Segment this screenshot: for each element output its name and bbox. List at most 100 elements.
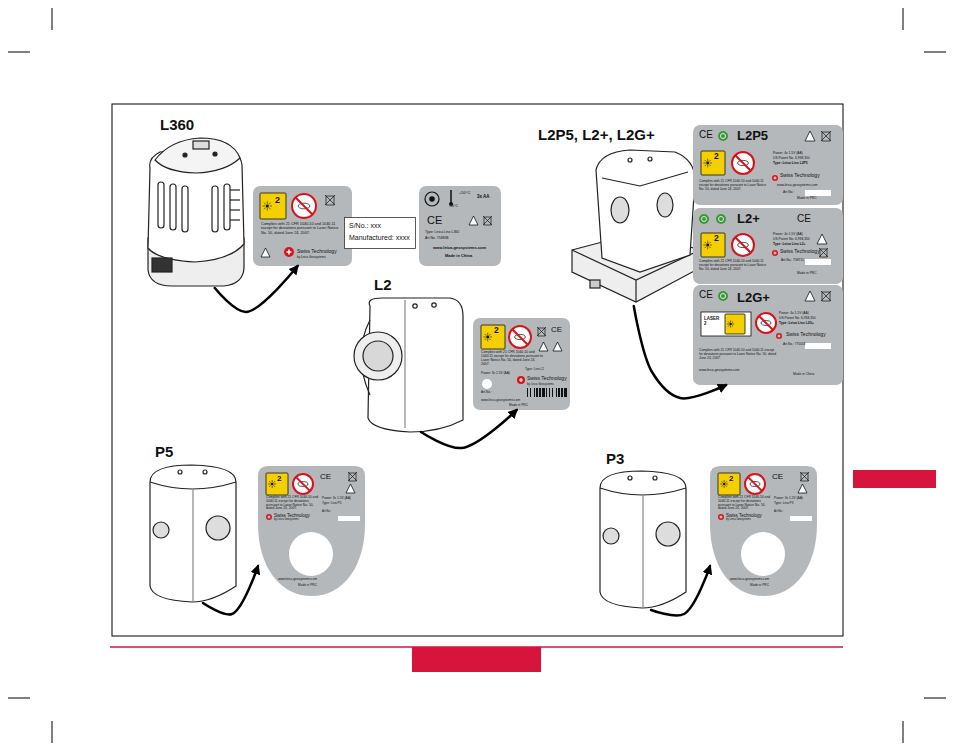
pointer-arrow — [215, 266, 298, 312]
label-text: Type: Lino L2 — [525, 368, 544, 372]
thermo-symbol — [449, 190, 453, 206]
label-text: CE — [772, 472, 783, 481]
nolook-symbol — [509, 326, 531, 348]
label-text: 3x AA — [477, 194, 490, 199]
label-text: www.leica-geosystems.com — [699, 369, 740, 373]
p3-illustration — [600, 471, 686, 608]
label-text: LASER 2 — [704, 316, 722, 326]
product-illustration: L2 — [352, 276, 467, 432]
illustration-part — [603, 528, 619, 544]
label-text: Swiss Technology — [297, 249, 351, 255]
label-text: Art.No.: — [783, 191, 794, 195]
label-text: CE — [551, 325, 562, 334]
label-text: Power: 4x 1.5V (AA) — [779, 312, 809, 316]
illustration-part — [924, 698, 946, 699]
hole-symbol — [741, 532, 785, 576]
label-text: Complies with 21 CFR 1040.10 and 1040.11… — [718, 496, 774, 511]
label-text: Art.No.: — [774, 510, 783, 513]
label-text: Complies with 21 CFR 1040.10 and 1040.11… — [261, 222, 343, 235]
tri-symbol — [469, 216, 478, 225]
label-text: www.leica-geosystems.com — [777, 184, 818, 188]
rect-symbol — [790, 516, 812, 521]
label-text: by Leica Geosystems — [527, 383, 554, 386]
laser-symbol — [701, 233, 725, 257]
label-text: Type: Lino P3 — [774, 502, 794, 506]
l2-illustration — [354, 298, 463, 432]
label-plate — [693, 208, 843, 284]
illustration-part — [230, 209, 240, 210]
label-text: Complies with 21 CFR 1040.10 and 1040.11… — [266, 496, 322, 511]
tri-symbol — [261, 248, 270, 257]
illustration-part — [182, 186, 188, 232]
label-text: 2 — [714, 152, 719, 162]
nolook-symbol — [293, 474, 313, 494]
illustration-part — [642, 496, 643, 607]
laser-symbol — [266, 473, 288, 495]
label-text: L2+ — [737, 212, 760, 227]
label-text: Swiss Technology — [780, 173, 820, 179]
label-text: CE — [699, 289, 713, 301]
product-title: P3 — [606, 450, 624, 467]
bin-symbol — [819, 248, 828, 257]
illustration-part — [404, 300, 405, 428]
label-text: Made in PRC — [797, 197, 817, 201]
label-text: by Leica Geosystems — [297, 256, 351, 259]
bin-symbol — [537, 327, 546, 336]
label-text: 2 — [714, 234, 719, 244]
label-plate — [258, 466, 365, 596]
label-text: Swiss Technology — [527, 376, 567, 382]
box-symbol — [701, 312, 751, 336]
illustration-part — [230, 199, 240, 200]
label-text: 2 — [494, 326, 499, 336]
product-label: 2CEComplies with 21 CFR 1040.10 and 1040… — [710, 466, 817, 596]
rect-symbol — [805, 190, 831, 196]
illustration-part — [363, 341, 393, 371]
label-text: Power: 4x 1.5V (AA) — [773, 152, 803, 156]
tri-symbol — [817, 234, 827, 244]
swiss-symbol — [718, 514, 724, 520]
illustration-part — [628, 158, 632, 162]
swiss-symbol — [517, 376, 525, 384]
bin-symbol — [483, 216, 492, 225]
pointer-arrow — [634, 306, 726, 398]
l2p5-illustration — [572, 150, 700, 302]
bin-symbol — [348, 472, 357, 481]
label-text: Art.No. 758838 — [425, 236, 449, 240]
illustration-part — [432, 303, 436, 307]
label-text: Complies with 21 CFR 1040.10 and 1040.11… — [699, 260, 771, 271]
label-plate — [419, 186, 501, 266]
illustration-part — [224, 184, 230, 230]
illustration-part — [203, 470, 207, 474]
bin-symbol — [800, 472, 809, 481]
label-text: S/No.: xxx — [349, 222, 381, 230]
bin-symbol — [821, 131, 831, 141]
label-text: Swiss Technology — [780, 249, 820, 255]
illustration-part — [924, 52, 946, 53]
swiss-symbol — [266, 514, 272, 520]
label-text: Power: 3x 1.5V (AA) — [322, 497, 351, 501]
label-text: 2 — [275, 195, 280, 205]
footer-tab — [412, 647, 541, 672]
illustration-part — [52, 8, 53, 30]
illustration-part — [611, 197, 629, 223]
illustration-part — [158, 182, 164, 228]
green-symbol — [716, 214, 726, 224]
label-text: Power: 3x 1.5V (AA) — [481, 372, 510, 376]
label-text: Type: Leica Lino L2G+ — [779, 322, 814, 326]
green-symbol — [718, 131, 728, 141]
label-text: by Leica Geosystems — [726, 519, 751, 522]
pointer-arrow — [651, 566, 710, 615]
label-text: www.leica-geosystems.com — [433, 246, 486, 251]
illustration-part — [590, 280, 600, 288]
illustration-part — [656, 522, 680, 546]
label-text: Power: 4x 1.5V (AA) — [773, 233, 803, 237]
product-illustration: L360 — [140, 116, 250, 288]
rect-symbol — [805, 343, 831, 349]
product-title: L360 — [160, 116, 194, 133]
label-text: Made in PRC — [750, 584, 769, 588]
illustration-part — [602, 172, 688, 186]
label-text: L2G+ — [737, 291, 770, 306]
label-text: US Patent No. 6,938,350 — [773, 238, 810, 242]
